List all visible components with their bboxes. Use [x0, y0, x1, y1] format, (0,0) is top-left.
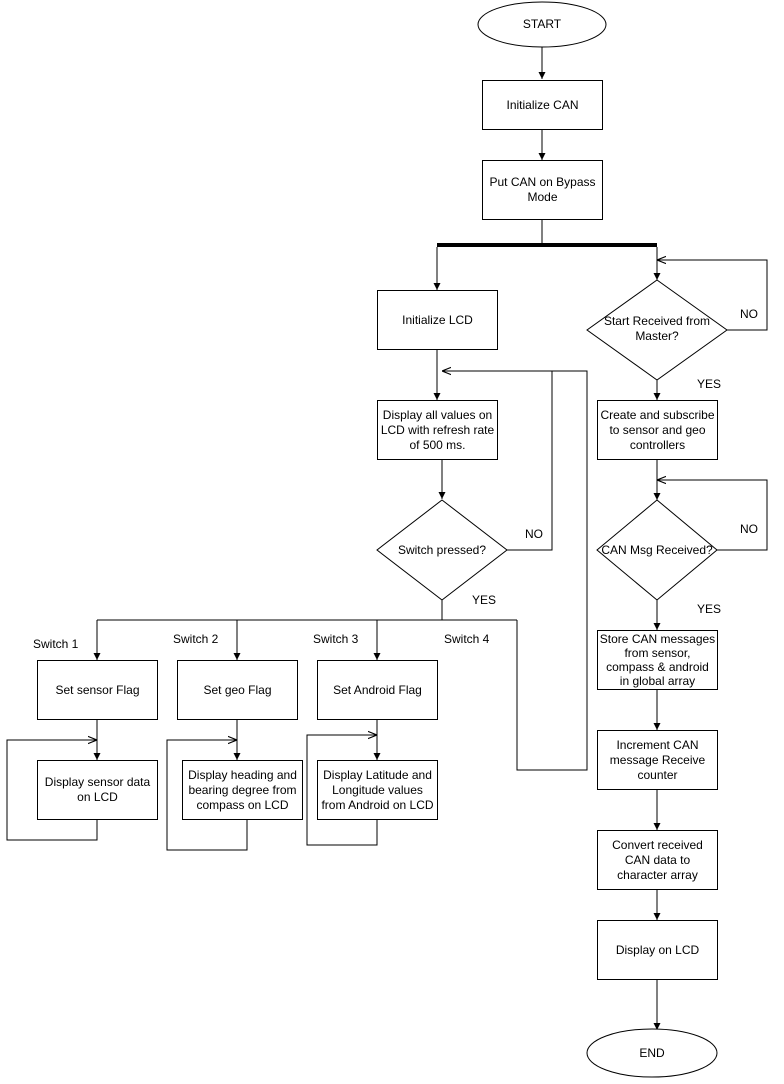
start-terminal	[477, 1, 607, 48]
can-msg-diamond	[596, 499, 718, 601]
no-label-switch: NO	[525, 527, 543, 541]
display-latitude-box: Display Latitude and Longitude values fr…	[317, 760, 438, 820]
yes-label-switch: YES	[472, 593, 497, 607]
yes-label-can: YES	[697, 602, 722, 616]
display-heading-box: Display heading and bearing degree from …	[182, 760, 303, 820]
switch-pressed-label: Switch pressed?	[397, 542, 487, 557]
bypass-mode-box: Put CAN on Bypass Mode	[482, 160, 603, 220]
switch-4-label: Switch 4	[444, 632, 490, 646]
set-sensor-flag-box: Set sensor Flag	[37, 660, 158, 720]
start-node: START	[522, 17, 562, 31]
end-terminal	[586, 1028, 718, 1078]
convert-data-box: Convert received CAN data to character a…	[597, 830, 718, 890]
display-sensor-box: Display sensor data on LCD	[37, 760, 158, 820]
loop-android	[306, 735, 378, 846]
loop-geo	[166, 740, 248, 851]
switch-3-label: Switch 3	[313, 632, 359, 646]
edge-can-no-loop	[657, 480, 768, 551]
edge-start-no-loop	[657, 260, 768, 331]
end-node: END	[639, 1045, 665, 1060]
display-on-lcd-box: Display on LCD	[597, 920, 718, 980]
edge-switch4-loop	[516, 370, 588, 771]
switch-2-label: Switch 2	[173, 632, 219, 646]
start-received-diamond	[586, 279, 728, 381]
switch-pressed-diamond	[376, 499, 508, 601]
set-geo-flag-box: Set geo Flag	[177, 660, 298, 720]
can-msg-label: CAN Msg Received?	[601, 542, 713, 557]
switch-1-label: Switch 1	[33, 637, 79, 651]
no-label-start: NO	[740, 307, 758, 321]
no-label-can: NO	[740, 522, 758, 536]
increment-counter-box: Increment CAN message Receive counter	[597, 730, 718, 790]
subscribe-box: Create and subscribe to sensor and geo c…	[597, 400, 718, 460]
start-received-label: Start Received from Master?	[603, 314, 711, 343]
init-can-box: Initialize CAN	[482, 80, 603, 130]
init-lcd-box: Initialize LCD	[377, 290, 498, 350]
edge-switch-no-loop	[442, 371, 553, 551]
yes-label-start: YES	[697, 377, 722, 391]
loop-sensor	[6, 740, 98, 841]
set-android-flag-box: Set Android Flag	[317, 660, 438, 720]
display-all-box: Display all values on LCD with refresh r…	[377, 400, 498, 460]
store-messages-box: Store CAN messages from sensor, compass …	[597, 630, 718, 690]
